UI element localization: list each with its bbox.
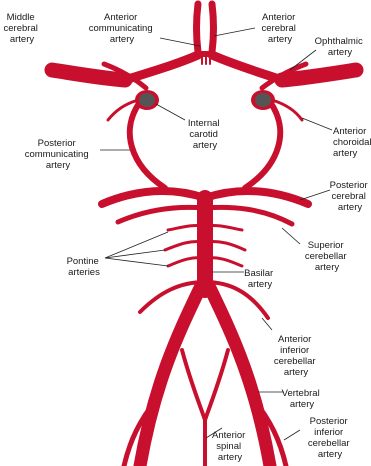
superior-cerebellar-artery-left [118, 207, 205, 222]
a1-segment-left [125, 55, 198, 80]
leader-superior-cerebellar [282, 228, 300, 244]
label-anterior-communicating: Anterior communicating artery [89, 12, 156, 45]
label-anterior-inferior-cerebellar: Anterior inferior cerebellar artery [274, 334, 318, 378]
label-posterior-cerebral: Posterior cerebral artery [330, 180, 371, 213]
label-internal-carotid: Internal carotid artery [188, 118, 222, 151]
a1-segment-right [212, 55, 282, 80]
leader-anterior-cerebral [214, 28, 255, 36]
anterior-cerebral-artery-left [197, 4, 199, 52]
superior-cerebellar-artery-right [205, 207, 292, 224]
posterior-cerebral-artery-right [205, 191, 308, 204]
internal-carotid-artery-left [135, 90, 159, 110]
posterior-communicating-artery-left [130, 102, 165, 188]
leader-anterior-choroidal [302, 118, 332, 130]
internal-carotid-artery-right [251, 90, 275, 110]
label-posterior-communicating: Posterior communicating artery [25, 138, 92, 171]
anterior-cerebral-artery-right [212, 4, 214, 52]
label-anterior-cerebral: Anterior cerebral artery [262, 12, 299, 45]
label-ophthalmic: Ophthalmic artery [315, 36, 366, 58]
label-posterior-inferior-cerebellar: Posterior inferior cerebellar artery [308, 416, 352, 460]
anterior-spinal-artery-left-root [182, 350, 205, 420]
label-pontine: Pontine arteries [67, 256, 102, 278]
label-anterior-spinal: Anterior spinal artery [212, 430, 248, 463]
posterior-communicating-artery-right [245, 102, 280, 188]
label-anterior-choroidal: Anterior choroidal artery [333, 126, 371, 159]
leader-posterior-inferior-cerebellar [284, 430, 300, 440]
label-vertebral: Vertebral artery [282, 388, 323, 410]
anterior-spinal-artery-right-root [205, 350, 228, 420]
posterior-cerebral-artery-left [102, 191, 205, 204]
label-middle-cerebral: Middle cerebral artery [4, 12, 41, 45]
leader-lines [100, 28, 332, 440]
leader-internal-carotid [156, 104, 185, 120]
leader-anterior-inferior-cerebellar [262, 318, 272, 330]
leader-pontine-3 [105, 258, 168, 266]
label-superior-cerebellar: Superior cerebellar artery [305, 240, 349, 273]
middle-cerebral-artery-left [52, 70, 125, 80]
leader-posterior-cerebral [300, 190, 330, 200]
label-basilar: Basilar artery [244, 268, 276, 290]
